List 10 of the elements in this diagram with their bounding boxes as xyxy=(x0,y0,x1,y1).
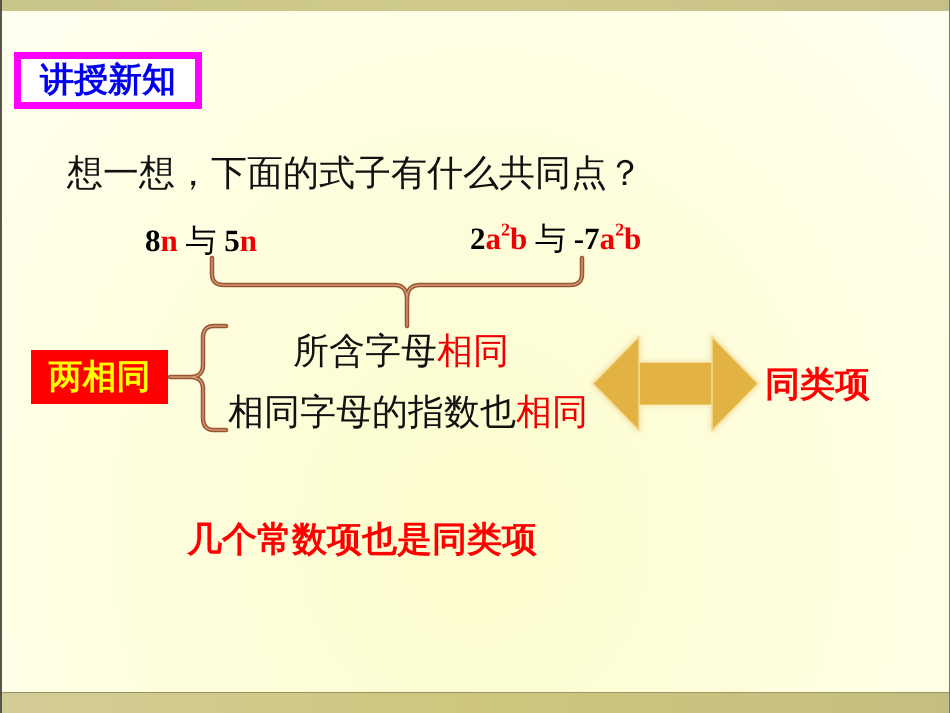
note-text: 几个常数项也是同类项 xyxy=(187,520,537,560)
condition-text: 所含字母相同 xyxy=(293,331,509,372)
math-expression: 8n 与 5n xyxy=(145,223,257,260)
double-arrow xyxy=(592,336,759,432)
section-heading: 讲授新知 xyxy=(14,52,202,109)
question-text: 想一想，下面的式子有什么共同点？ xyxy=(67,153,643,194)
condition-text: 相同字母的指数也相同 xyxy=(228,392,588,434)
term-text: 同类项 xyxy=(765,365,870,406)
math-expression: 2a$^{2}$b 与 -7a$^{2}$b xyxy=(470,221,642,258)
summary-tag: 两相同 xyxy=(31,350,168,404)
